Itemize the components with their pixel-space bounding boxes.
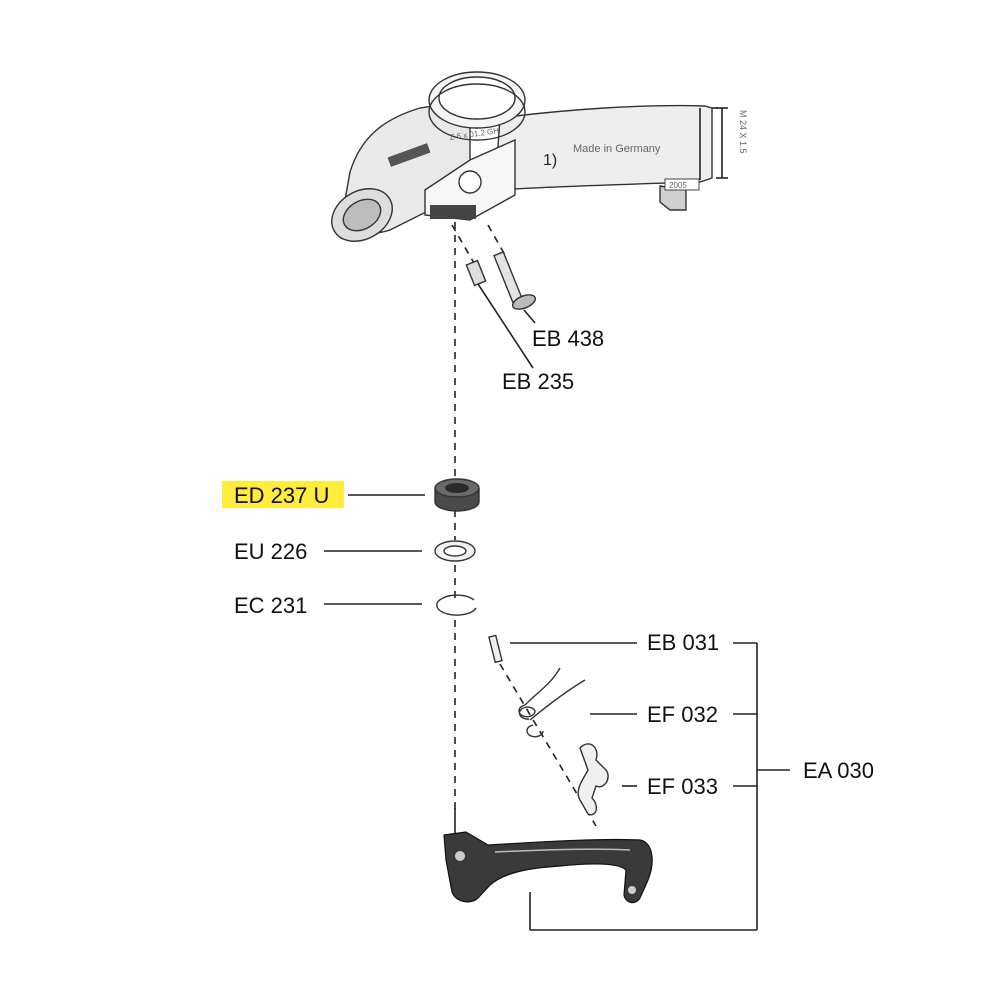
part-ed237u [434,478,480,512]
ea030-bracket [529,642,790,931]
label-ef032: EF 032 [647,702,718,727]
footnote-marker: 1) [543,152,557,169]
label-eb235: EB 235 [502,369,574,394]
label-ec231: EC 231 [234,593,307,618]
highlight-ed237u [222,481,344,508]
part-eu226 [434,540,476,562]
label-eb031: EB 031 [647,630,719,655]
screw-and-pin [451,224,537,369]
label-ed237u: ED 237 U [234,483,329,508]
label-ea030: EA 030 [803,758,874,783]
part-ec231 [436,594,477,616]
part-lever [443,808,653,904]
year-stamp-text: 2005 [669,181,687,190]
label-eb438: EB 438 [532,326,604,351]
label-eu226: EU 226 [234,539,307,564]
valve-housing: Z 6 x 01.2 GH Made in Germany 1) 2005 M … [331,71,748,242]
made-in-germany-text: Made in Germany [573,143,661,155]
thread-dimension-text: M 24 X 1.5 [738,110,748,154]
label-ef033: EF 033 [647,774,718,799]
small-parts [488,634,609,827]
